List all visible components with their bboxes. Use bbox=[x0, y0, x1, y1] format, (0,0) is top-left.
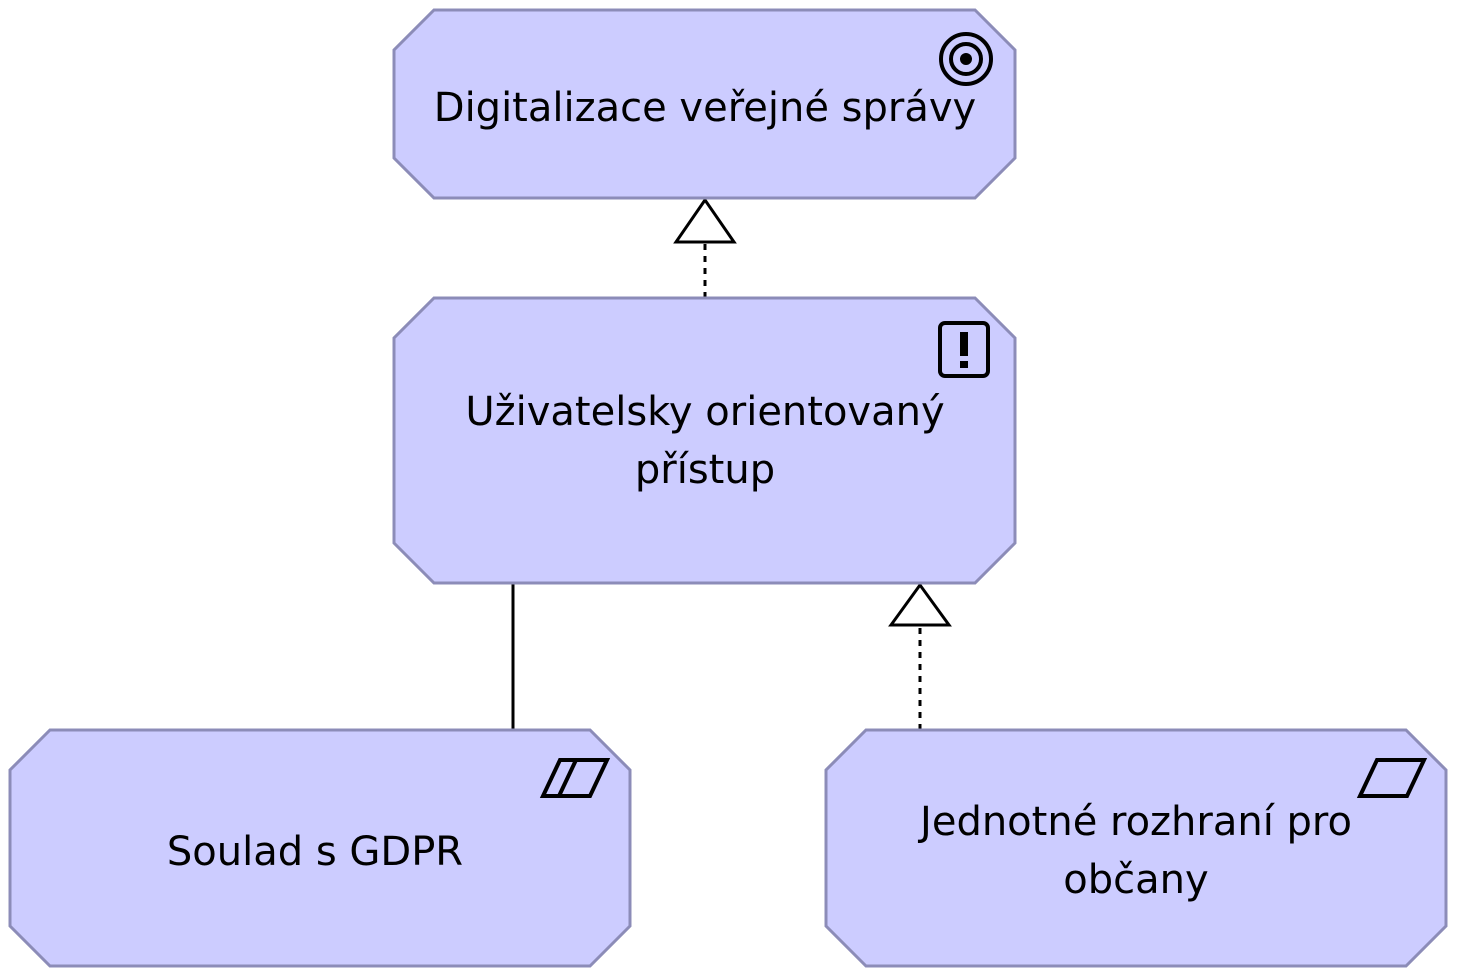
goal-node[interactable] bbox=[392, 8, 1017, 200]
edge-requirement-to-principle bbox=[888, 582, 952, 730]
constraint-label: Soulad s GDPR bbox=[166, 829, 464, 875]
realization-arrowhead bbox=[888, 582, 952, 627]
goal-label: Digitalizace veřejné správy bbox=[433, 85, 977, 131]
constraint-parallelogram-icon bbox=[539, 758, 611, 798]
principle-node[interactable] bbox=[392, 296, 1017, 585]
edge-principle-to-goal bbox=[673, 197, 737, 298]
requirement-label: Jednotné rozhraní pro občany bbox=[920, 799, 1352, 903]
realization-arrowhead bbox=[673, 197, 737, 244]
requirement-node[interactable] bbox=[824, 728, 1448, 968]
goal-target-icon bbox=[939, 32, 993, 86]
principle-exclamation-icon bbox=[938, 321, 990, 378]
constraint-node[interactable] bbox=[8, 728, 632, 968]
requirement-parallelogram-icon bbox=[1356, 758, 1428, 798]
principle-label: Uživatelsky orientovaný přístup bbox=[465, 389, 945, 493]
